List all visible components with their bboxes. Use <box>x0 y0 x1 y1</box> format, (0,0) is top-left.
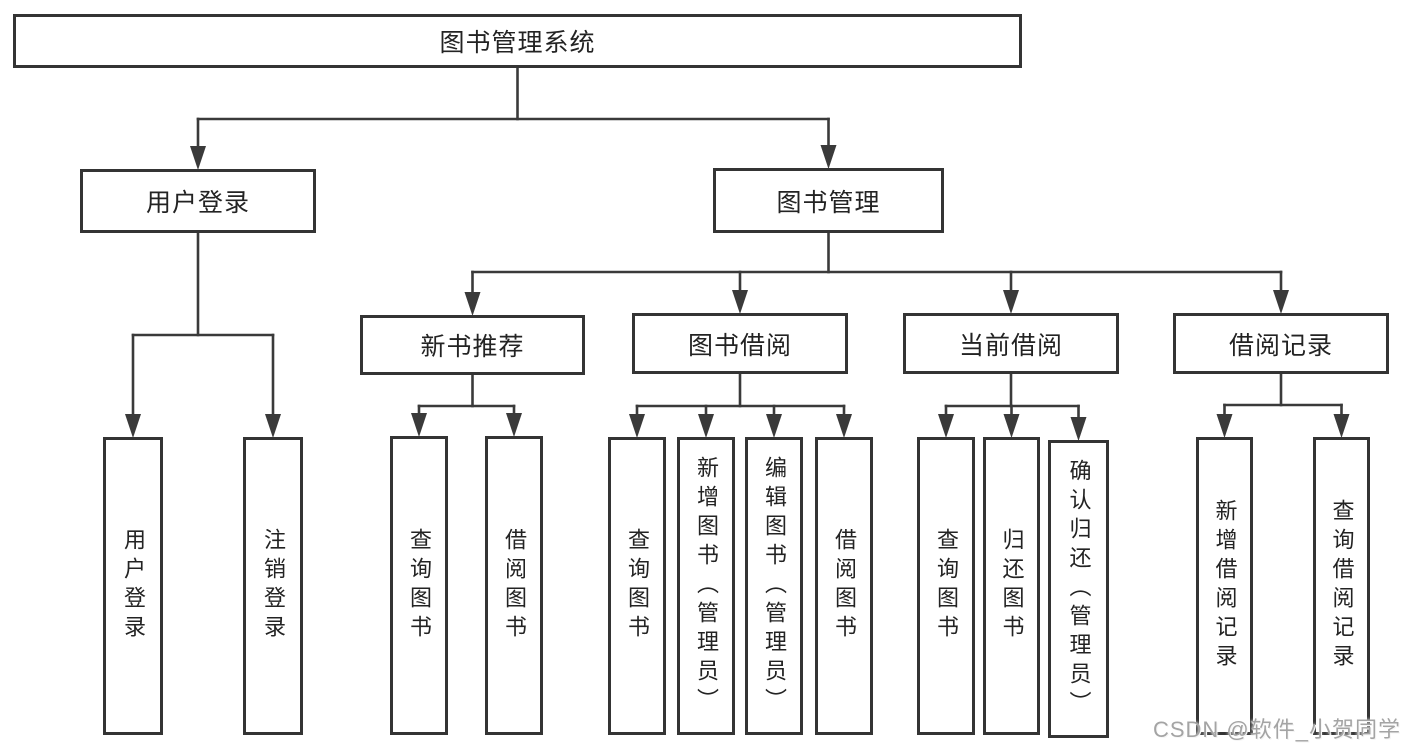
node-borrow: 图书借阅 <box>632 313 848 374</box>
node-bor-edit: 编辑图书（管理员） <box>745 437 803 735</box>
node-rec-borrow: 借阅图书 <box>485 436 543 735</box>
node-login-out: 注销登录 <box>243 437 303 735</box>
node-label-bor-borrow: 借阅图书 <box>832 528 857 644</box>
node-label-borrow: 图书借阅 <box>687 331 792 360</box>
node-cur-query: 查询图书 <box>917 437 975 735</box>
node-label-login-out: 注销登录 <box>261 528 286 644</box>
node-rec-query: 查询图书 <box>390 436 448 735</box>
node-cur-return: 归还图书 <box>983 437 1040 735</box>
node-cur-confirm: 确认归还（管理员） <box>1048 440 1109 738</box>
node-label-rcd-query: 查询借阅记录 <box>1329 499 1355 673</box>
node-label-cur-query: 查询图书 <box>934 528 959 644</box>
node-bor-borrow: 借阅图书 <box>815 437 873 735</box>
node-label-mgmt: 图书管理 <box>776 188 881 217</box>
node-current: 当前借阅 <box>903 313 1119 374</box>
node-label-bor-query: 查询图书 <box>625 528 650 644</box>
node-label-rec: 新书推荐 <box>420 333 525 361</box>
node-label-rec-query: 查询图书 <box>407 527 432 644</box>
node-label-rcd-add: 新增借阅记录 <box>1212 499 1238 673</box>
node-login-user: 用户登录 <box>103 437 163 735</box>
node-label-login-user: 用户登录 <box>121 528 146 644</box>
watermark: CSDN @软件_小贺同学 <box>1152 717 1401 742</box>
node-root: 图书管理系统 <box>13 14 1022 68</box>
node-label-record: 借阅记录 <box>1228 331 1333 360</box>
node-label-current: 当前借阅 <box>958 331 1063 360</box>
node-rcd-query: 查询借阅记录 <box>1313 437 1370 735</box>
node-label-bor-add: 新增图书（管理员） <box>694 455 719 717</box>
node-record: 借阅记录 <box>1173 313 1389 374</box>
node-mgmt: 图书管理 <box>713 168 944 233</box>
node-label-cur-return: 归还图书 <box>999 528 1025 644</box>
node-login: 用户登录 <box>80 169 316 233</box>
node-label-bor-edit: 编辑图书（管理员） <box>762 455 787 717</box>
node-rec: 新书推荐 <box>360 315 585 375</box>
node-bor-add: 新增图书（管理员） <box>677 437 735 735</box>
node-label-rec-borrow: 借阅图书 <box>502 527 527 644</box>
node-label-root: 图书管理系统 <box>439 29 596 57</box>
node-rcd-add: 新增借阅记录 <box>1196 437 1253 735</box>
node-label-login: 用户登录 <box>145 189 250 217</box>
node-bor-query: 查询图书 <box>608 437 666 735</box>
node-label-cur-confirm: 确认归还（管理员） <box>1066 458 1092 720</box>
